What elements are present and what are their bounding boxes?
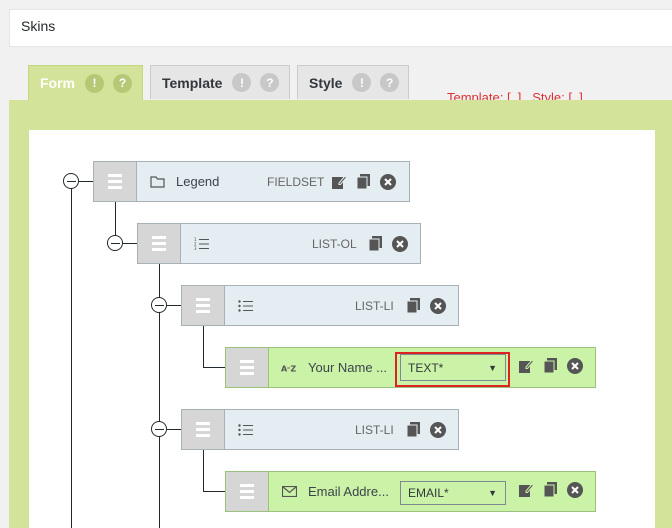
duplicate-icon[interactable] bbox=[354, 173, 372, 191]
node-type: LIST-LI bbox=[355, 423, 394, 437]
node-label: Email Addre... bbox=[308, 484, 389, 499]
duplicate-icon[interactable] bbox=[541, 357, 559, 375]
tab-form[interactable]: Form ! ? bbox=[28, 65, 143, 100]
tab-style-help-button[interactable]: ? bbox=[380, 73, 399, 92]
delete-icon[interactable] bbox=[566, 357, 584, 375]
tree-line bbox=[167, 305, 182, 306]
tree-line bbox=[123, 243, 138, 244]
collapse-toggle-list-li-1[interactable] bbox=[151, 297, 167, 313]
duplicate-icon[interactable] bbox=[404, 421, 422, 439]
tab-form-label: Form bbox=[40, 75, 75, 91]
node-label: Legend bbox=[176, 174, 220, 189]
node-type: LIST-OL bbox=[312, 237, 357, 251]
delete-icon[interactable] bbox=[391, 235, 409, 253]
field-type-select-value: EMAIL* bbox=[408, 486, 449, 500]
node-label: Your Name ... bbox=[308, 360, 388, 375]
tab-style[interactable]: Style ! ? bbox=[297, 65, 409, 99]
field-type-select[interactable]: EMAIL* ▼ bbox=[400, 481, 506, 505]
drag-handle-icon[interactable] bbox=[226, 348, 269, 387]
svg-text:2: 2 bbox=[194, 242, 197, 247]
svg-text:1: 1 bbox=[194, 237, 197, 242]
drag-handle-icon[interactable] bbox=[94, 162, 137, 201]
tree-line bbox=[79, 181, 94, 182]
svg-text:3: 3 bbox=[194, 246, 197, 250]
node-type: FIELDSET bbox=[267, 175, 325, 189]
tab-style-label: Style bbox=[309, 74, 343, 91]
focus-highlight bbox=[395, 352, 510, 387]
collapse-toggle-list-li-2[interactable] bbox=[151, 421, 167, 437]
unordered-list-icon bbox=[237, 298, 253, 314]
edit-icon[interactable] bbox=[517, 357, 535, 375]
tree-line bbox=[203, 450, 204, 492]
tab-template[interactable]: Template ! ? bbox=[150, 65, 290, 99]
node-type: LIST-LI bbox=[355, 299, 394, 313]
collapse-toggle-list-ol[interactable] bbox=[107, 235, 123, 251]
tree-node-list-li[interactable]: LIST-LI bbox=[181, 285, 459, 326]
delete-icon[interactable] bbox=[566, 481, 584, 499]
svg-text:Z: Z bbox=[290, 364, 296, 373]
drag-handle-icon[interactable] bbox=[182, 286, 225, 325]
delete-icon[interactable] bbox=[429, 297, 447, 315]
panel-divider bbox=[9, 46, 672, 47]
tab-template-help-button[interactable]: ? bbox=[260, 73, 280, 92]
duplicate-icon[interactable] bbox=[404, 297, 422, 315]
tree-node-field-email[interactable]: Email Addre... EMAIL* ▼ bbox=[225, 471, 596, 512]
tree-node-list-li[interactable]: LIST-LI bbox=[181, 409, 459, 450]
drag-handle-icon[interactable] bbox=[226, 472, 269, 511]
tree-line bbox=[167, 429, 182, 430]
unordered-list-icon bbox=[237, 422, 253, 438]
chevron-down-icon: ▼ bbox=[488, 363, 497, 373]
tree-line bbox=[159, 264, 160, 528]
tab-form-info-button[interactable]: ! bbox=[85, 73, 104, 93]
panel-title: Skins bbox=[21, 18, 56, 34]
tree-line bbox=[115, 202, 116, 236]
edit-icon[interactable] bbox=[330, 173, 348, 191]
tree-node-fieldset[interactable]: Legend FIELDSET bbox=[93, 161, 410, 202]
field-type-select[interactable]: TEXT* ▼ bbox=[400, 354, 506, 381]
delete-icon[interactable] bbox=[379, 173, 397, 191]
svg-text:A: A bbox=[281, 364, 288, 373]
tree-line bbox=[203, 491, 226, 492]
tab-style-info-button[interactable]: ! bbox=[352, 73, 372, 92]
delete-icon[interactable] bbox=[429, 421, 447, 439]
chevron-down-icon: ▼ bbox=[488, 488, 497, 498]
drag-handle-icon[interactable] bbox=[138, 224, 181, 263]
tree-line bbox=[203, 326, 204, 368]
collapse-toggle-fieldset[interactable] bbox=[63, 173, 79, 189]
tree-line bbox=[71, 182, 72, 528]
duplicate-icon[interactable] bbox=[541, 481, 559, 499]
tab-form-help-button[interactable]: ? bbox=[113, 73, 132, 93]
field-type-select-value: TEXT* bbox=[408, 360, 444, 375]
edit-icon[interactable] bbox=[517, 481, 535, 499]
tab-template-info-button[interactable]: ! bbox=[232, 73, 252, 92]
envelope-icon bbox=[281, 484, 297, 500]
folder-icon bbox=[149, 174, 165, 190]
duplicate-icon[interactable] bbox=[366, 235, 384, 253]
drag-handle-icon[interactable] bbox=[182, 410, 225, 449]
tab-template-label: Template bbox=[162, 74, 223, 91]
tree-line bbox=[203, 367, 226, 368]
